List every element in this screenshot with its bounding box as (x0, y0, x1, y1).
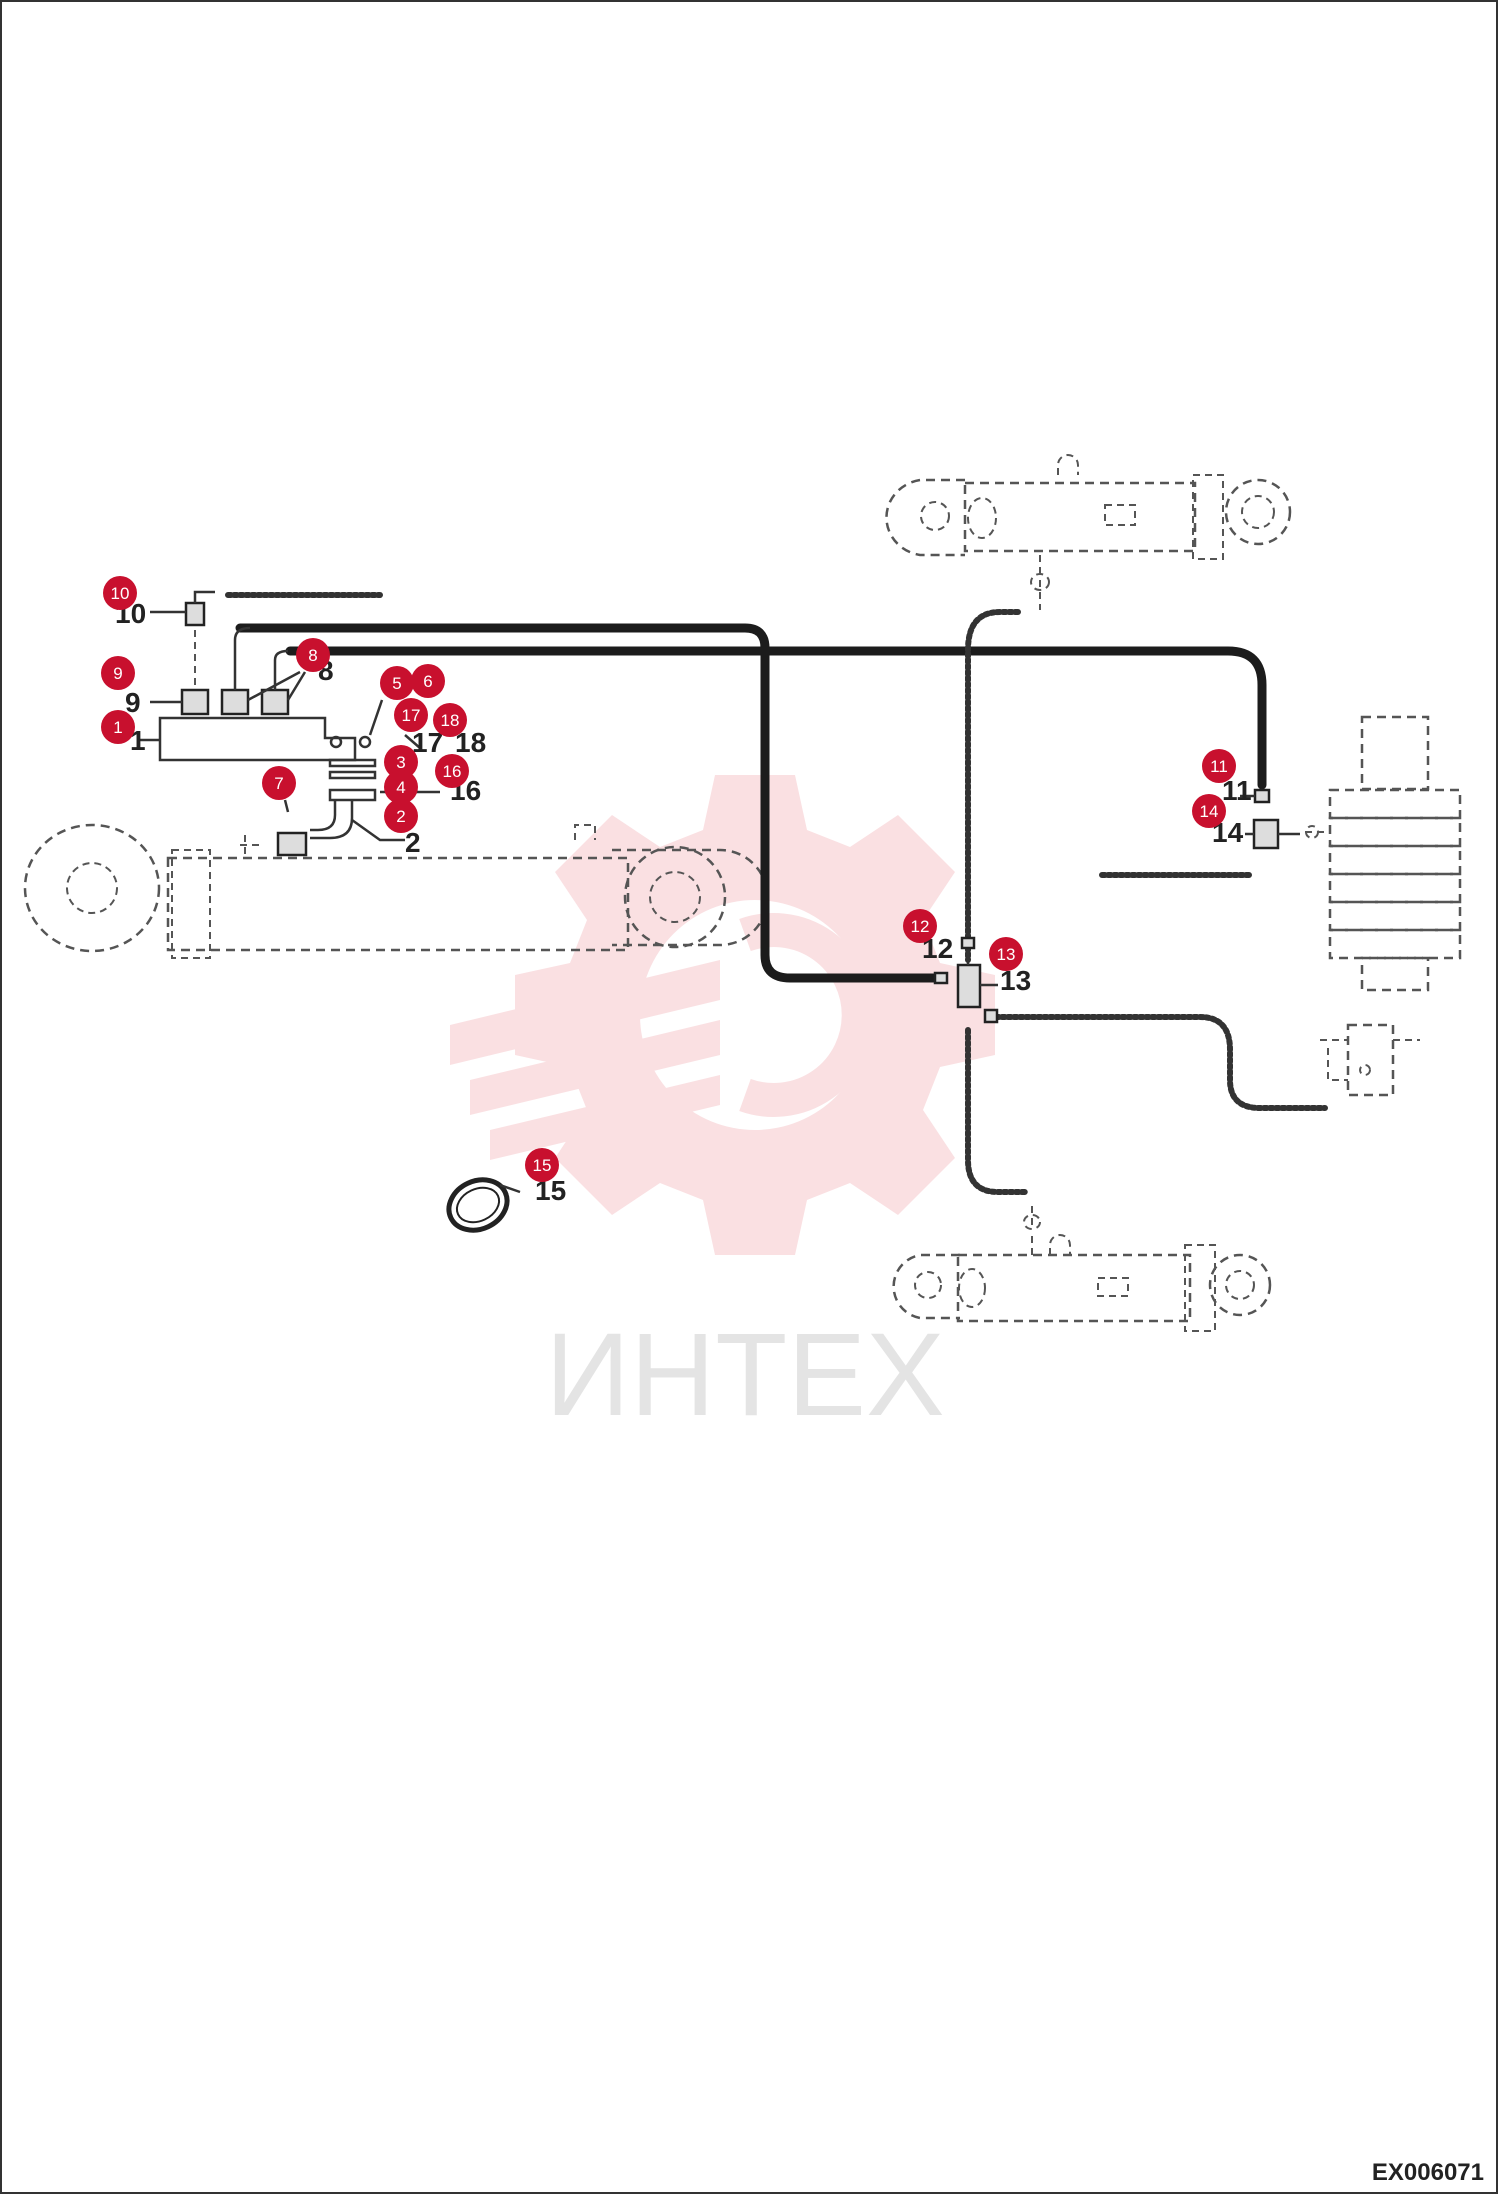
svg-text:10: 10 (111, 584, 130, 603)
svg-text:11: 11 (1210, 757, 1228, 776)
svg-text:4: 4 (396, 778, 405, 797)
arm-cylinder-top (885, 454, 1292, 610)
svg-text:2: 2 (396, 807, 405, 826)
svg-text:1: 1 (113, 718, 122, 737)
callout-8[interactable]: 8 (296, 638, 330, 672)
fitting-7 (240, 799, 308, 857)
part-label-9: 9 (125, 687, 141, 718)
leader-5 (368, 699, 384, 736)
callout-10[interactable]: 10 (103, 576, 137, 610)
callout-badges: 10 9 1 8 5 6 17 18 3 7 4 16 2 11 14 12 1… (101, 576, 1236, 1182)
svg-text:7: 7 (274, 774, 283, 793)
callout-13[interactable]: 13 (989, 937, 1023, 971)
clamp-15 (446, 1177, 521, 1233)
part-label-17: 17 (412, 727, 443, 758)
callout-14[interactable]: 14 (1192, 794, 1226, 828)
svg-text:14: 14 (1200, 802, 1219, 821)
manifold-block-1 (140, 716, 372, 762)
fitting-10 (150, 590, 215, 627)
callout-11[interactable]: 11 (1202, 749, 1236, 783)
fitting-11 (1240, 788, 1271, 804)
svg-text:3: 3 (396, 753, 405, 772)
callout-6[interactable]: 6 (411, 664, 445, 698)
svg-text:13: 13 (997, 945, 1016, 964)
callout-2[interactable]: 2 (384, 799, 418, 833)
callout-16[interactable]: 16 (435, 754, 469, 788)
svg-text:16: 16 (443, 762, 462, 781)
callout-5[interactable]: 5 (380, 666, 414, 700)
control-valve-stack (1305, 715, 1462, 992)
svg-text:17: 17 (402, 706, 421, 725)
arm-cylinder-bottom (892, 1205, 1272, 1332)
callout-15[interactable]: 15 (525, 1148, 559, 1182)
tee-12-13 (933, 936, 999, 1024)
tee-14 (1245, 818, 1300, 850)
diagram-code: EX006071 (1372, 2159, 1484, 2186)
svg-text:12: 12 (911, 917, 930, 936)
chain-hose-lower (965, 1027, 1028, 1195)
adapter-9 (150, 688, 210, 716)
part-label-2: 2 (405, 827, 421, 858)
callout-3[interactable]: 3 (384, 745, 418, 779)
callout-12[interactable]: 12 (903, 909, 937, 943)
callout-7[interactable]: 7 (262, 766, 296, 800)
hose-to-tee (235, 623, 943, 983)
svg-text:8: 8 (308, 646, 317, 665)
chain-hose-right (987, 1014, 1328, 1111)
callout-4[interactable]: 4 (384, 770, 418, 804)
svg-text:18: 18 (441, 711, 460, 730)
svg-text:15: 15 (533, 1156, 552, 1175)
hose-to-valve (285, 646, 1267, 790)
watermark-text: ИНТЕХ (545, 1309, 945, 1441)
callout-18[interactable]: 18 (433, 703, 467, 737)
part-labels: 10 9 1 8 17 18 16 2 11 14 12 13 15 (115, 598, 1252, 1206)
callout-1[interactable]: 1 (101, 710, 135, 744)
svg-text:6: 6 (423, 672, 432, 691)
elbow-8 (220, 626, 307, 716)
small-valve-block (1320, 1023, 1420, 1097)
svg-text:5: 5 (392, 674, 401, 693)
tube-2 (310, 800, 405, 842)
svg-text:9: 9 (113, 664, 122, 683)
leader-17 (404, 734, 421, 749)
chain-hose-upper (965, 609, 1021, 963)
callout-9[interactable]: 9 (101, 656, 135, 690)
watermark-gear-logo (450, 775, 995, 1255)
callout-17[interactable]: 17 (394, 698, 428, 732)
